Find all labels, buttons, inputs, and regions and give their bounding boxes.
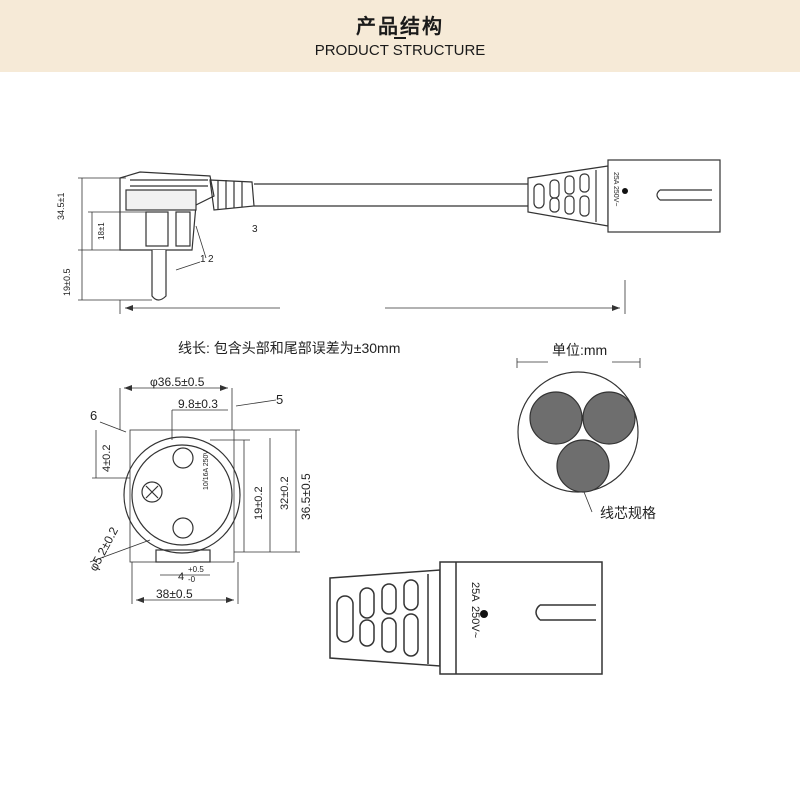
title-divider <box>394 37 406 39</box>
cable-length-note: 线长: 包含头部和尾部误差为±30mm <box>178 340 401 356</box>
dim-front-bottom-tol-minus: -0 <box>188 575 196 584</box>
connector-rating-current: 25A <box>469 582 481 602</box>
side-view-plug <box>119 171 255 301</box>
dim-front-width: φ36.5±0.5 <box>150 375 205 389</box>
callout-1: 1 <box>200 254 206 265</box>
dim-front-offset: 9.8±0.3 <box>178 397 218 411</box>
front-view-dimensions <box>89 387 300 604</box>
page-title: 产品结构 <box>356 16 444 38</box>
dim-front-hole: φ5.2±0.2 <box>86 524 121 573</box>
core-cross-section <box>516 358 641 513</box>
front-view-plug <box>123 429 241 563</box>
dim-pin-length: 19±0.5 <box>62 269 72 296</box>
callout-5: 5 <box>276 392 283 407</box>
callout-6: 6 <box>90 408 97 423</box>
dim-front-height-total: 36.5±0.5 <box>299 473 313 520</box>
dim-overall-height: 34.5±1 <box>56 193 66 220</box>
unit-note: 单位:mm <box>552 342 608 358</box>
side-view-connector <box>527 159 721 233</box>
dim-front-base: 38±0.5 <box>156 587 193 601</box>
callout-3: 3 <box>252 224 258 235</box>
dim-front-bottom-tol-plus: +0.5 <box>188 565 204 574</box>
page-subtitle: PRODUCT STRUCTURE <box>314 42 486 59</box>
header-banner <box>0 0 800 72</box>
core-spec-label: 线芯规格 <box>600 505 656 521</box>
plug-rating-text: 10/16A 250V <box>203 450 210 490</box>
connector-detail <box>329 561 603 675</box>
dim-front-height-inner: 19±0.2 <box>253 486 265 520</box>
dim-front-top: 4±0.2 <box>101 445 113 472</box>
dim-pin-section: 18±1 <box>97 222 106 240</box>
connector-rating-voltage: 250V~ <box>469 606 481 638</box>
side-view-cable <box>254 183 528 207</box>
connector-rating-small: 25A 250V~ <box>612 172 619 206</box>
connector-indicator-dot <box>622 188 628 194</box>
connector-detail-dot <box>480 610 488 618</box>
side-view-dimensions <box>78 177 626 314</box>
callout-2: 2 <box>208 254 214 265</box>
dim-front-height-mid: 32±0.2 <box>279 476 291 510</box>
dim-front-bottom: 4 <box>178 571 184 583</box>
